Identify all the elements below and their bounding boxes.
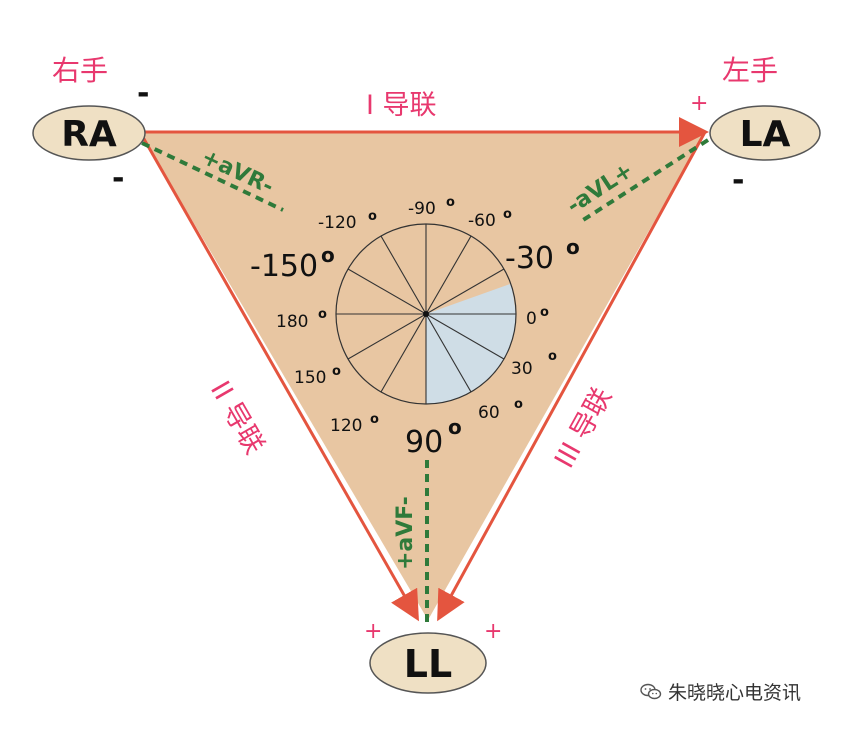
- einthoven-triangle: [140, 132, 705, 620]
- left-hand-label: 左手: [722, 54, 778, 87]
- angle-60: 60: [478, 403, 500, 423]
- angle-180-degree: o: [318, 307, 327, 322]
- angle-60-degree: o: [514, 397, 523, 412]
- angle-0: 0: [526, 309, 537, 329]
- wechat-icon: [640, 683, 662, 699]
- angle-120-degree: o: [370, 412, 379, 427]
- angle-neg120-degree: o: [368, 209, 377, 224]
- ra-sign-top: -: [137, 76, 149, 111]
- avl-dashed-line: [578, 138, 710, 224]
- angle-30: 30: [511, 359, 533, 379]
- watermark: 朱晓晓心电资讯: [640, 678, 801, 705]
- avf-label: +aVF-: [393, 496, 418, 570]
- ra-label: RA: [61, 114, 117, 155]
- angle-neg150-degree: o: [321, 243, 335, 267]
- watermark-text: 朱晓晓心电资讯: [668, 682, 802, 704]
- lead-ii-label: II 导联: [204, 376, 270, 459]
- ll-sign-right: +: [484, 619, 502, 644]
- ra-sign-bottom: -: [112, 161, 124, 196]
- angle-30-degree: o: [548, 349, 557, 364]
- angle-0-degree: o: [540, 305, 549, 320]
- angle-neg90: -90: [408, 199, 436, 219]
- angle-150-degree: o: [332, 364, 341, 379]
- angle-90: 90: [405, 425, 443, 460]
- angle-120: 120: [330, 416, 362, 436]
- angle-neg60: -60: [468, 211, 496, 231]
- lead-ii-arrow: [138, 131, 419, 622]
- wheel-center-dot: [423, 311, 429, 317]
- la-ellipse: [709, 105, 821, 161]
- ll-electrode: LL: [369, 632, 487, 694]
- angle-150: 150: [294, 368, 326, 388]
- la-sign-bottom: -: [732, 163, 744, 198]
- ll-ellipse: [369, 632, 487, 694]
- ra-ellipse: [32, 105, 146, 161]
- la-electrode: LA: [709, 105, 821, 161]
- la-sign-left: +: [690, 91, 708, 116]
- right-hand-label: 右手: [52, 54, 108, 87]
- lead-iii-arrow: [437, 131, 707, 622]
- la-label: LA: [740, 114, 791, 155]
- angle-neg30: -30: [505, 241, 554, 276]
- angle-neg90-degree: o: [446, 195, 455, 210]
- angle-neg60-degree: o: [503, 207, 512, 222]
- ll-label: LL: [404, 642, 452, 686]
- angle-neg150: -150: [250, 249, 318, 284]
- angle-180: 180: [276, 312, 308, 332]
- angle-neg30-degree: o: [566, 235, 580, 259]
- angle-90-degree: o: [448, 415, 462, 439]
- avr-dashed-line: [141, 141, 284, 212]
- lead-i-label: I 导联: [366, 90, 437, 121]
- angle-neg120: -120: [318, 213, 357, 233]
- axis-wheel: [335, 223, 517, 405]
- ra-electrode: RA: [32, 105, 146, 161]
- ll-sign-left: +: [364, 619, 382, 644]
